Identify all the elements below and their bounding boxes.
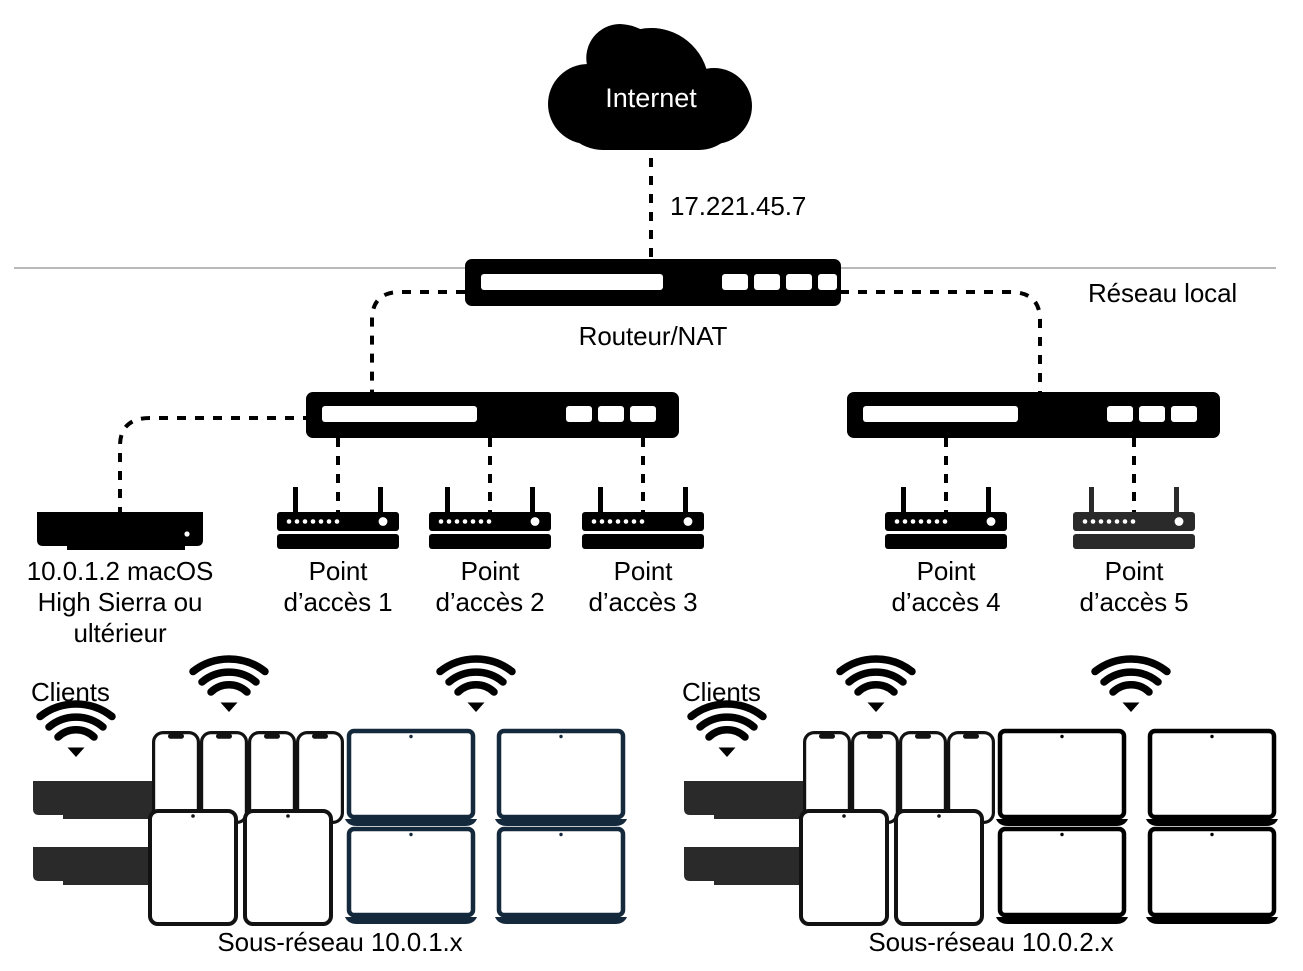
switch-right-device (847, 392, 1220, 438)
client-laptop (495, 829, 627, 924)
client-laptop (996, 829, 1128, 924)
subnet-right-label: Sous-réseau 10.0.2.x (868, 927, 1114, 957)
client-ipad (894, 809, 984, 926)
internet-cloud (548, 24, 752, 151)
access-point-2 (429, 487, 551, 549)
wifi-icon-left-laptops (440, 659, 512, 712)
wifi-icon-left-minis (40, 704, 112, 757)
client-iphone (248, 730, 296, 825)
mac-server-label: 10.0.1.2 macOS High Sierra ou ultérieur (26, 556, 214, 648)
wifi-icon-right-laptops (1095, 659, 1167, 712)
client-iphone (898, 730, 948, 825)
switch-left-device (306, 392, 679, 438)
access-point-4-label: Point d’accès 4 (891, 556, 1001, 617)
access-point-5-label: Point d’accès 5 (1079, 556, 1189, 617)
subnet-left-label: Sous-réseau 10.0.1.x (217, 927, 463, 957)
clients-left-heading: Clients (31, 677, 110, 707)
wifi-icon-left-mobiles (193, 659, 265, 712)
client-iphone (850, 730, 900, 825)
client-ipad (243, 809, 333, 926)
client-iphone (200, 730, 248, 825)
clients-right-heading: Clients (682, 677, 761, 707)
wire-router-to-switch-left (370, 290, 465, 392)
internet-cloud-label: Internet (605, 83, 697, 113)
lan-boundary-label: Réseau local (1088, 278, 1238, 308)
client-laptop (495, 731, 627, 826)
wire-switch-left-to-mac (118, 416, 312, 518)
access-point-5 (1073, 487, 1195, 549)
client-iphone (946, 730, 996, 825)
wire-router-to-switch-right (840, 290, 1042, 392)
client-iphone (152, 730, 200, 825)
access-point-4 (885, 487, 1007, 549)
client-laptop (1146, 731, 1278, 826)
client-iphone (296, 730, 344, 825)
access-point-1 (277, 487, 399, 549)
access-point-2-label: Point d’accès 2 (435, 556, 545, 617)
router-label: Routeur/NAT (578, 321, 728, 351)
mac-mini-server (37, 512, 203, 550)
client-ipad (148, 809, 238, 926)
client-laptop (1146, 829, 1278, 924)
access-point-1-label: Point d’accès 1 (283, 556, 393, 617)
client-laptop (345, 829, 477, 924)
router-device (465, 259, 841, 306)
access-point-3-label: Point d’accès 3 (588, 556, 698, 617)
client-ipad (799, 809, 889, 926)
client-laptop (345, 731, 477, 826)
client-iphone (802, 730, 852, 825)
client-laptop (996, 731, 1128, 826)
wifi-icon-right-minis (691, 704, 763, 757)
access-point-3 (582, 487, 704, 549)
wan-ip-label: 17.221.45.7 (670, 191, 807, 221)
